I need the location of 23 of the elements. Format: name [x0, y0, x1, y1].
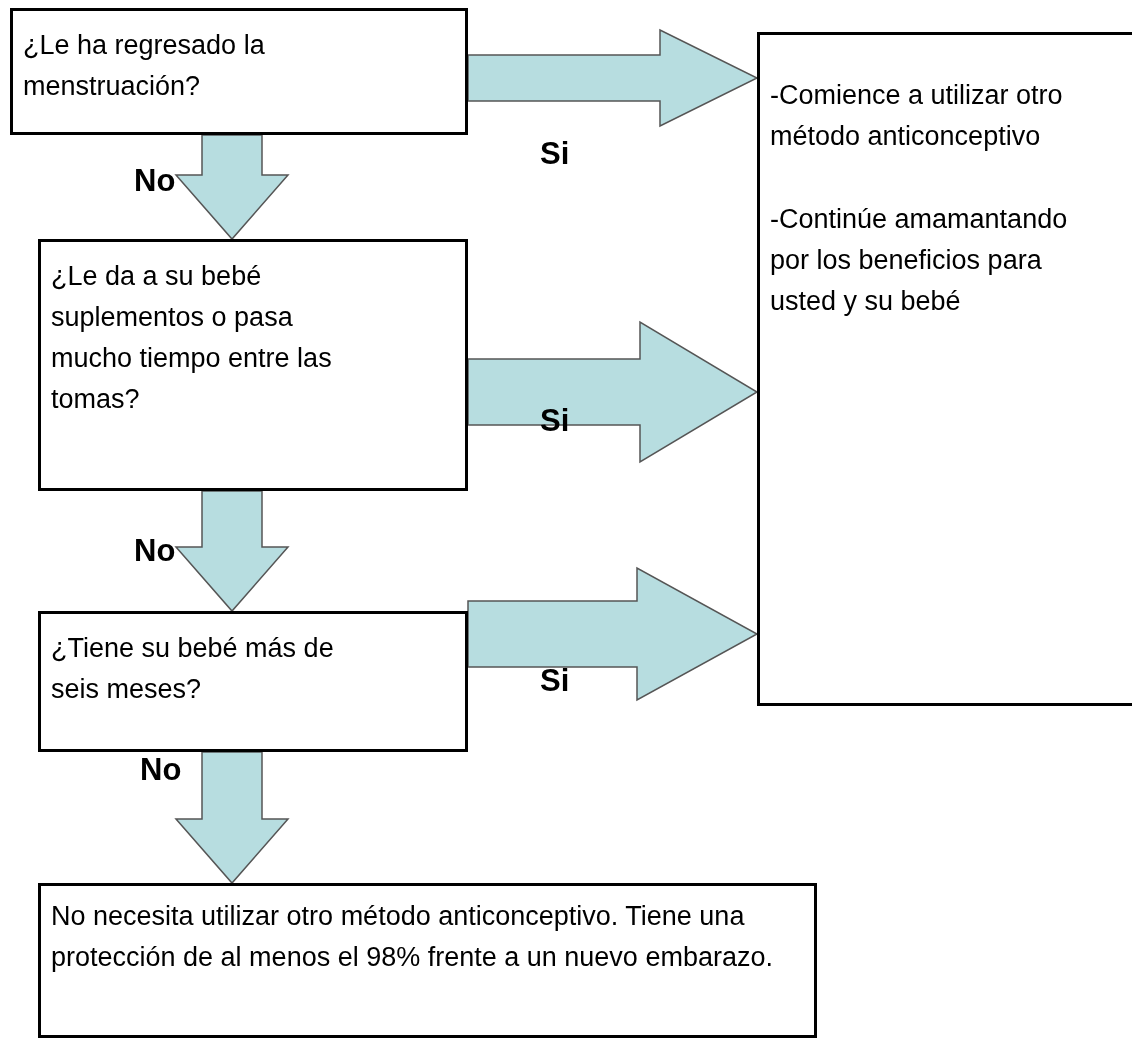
block-arrow: [467, 28, 759, 128]
box-text: -Comience a utilizar otro método anticonceptivo: [770, 79, 1064, 153]
block-arrow: [174, 751, 290, 885]
process-box: [38, 239, 468, 491]
block-arrow: [174, 134, 290, 241]
edge-label: No: [134, 163, 176, 199]
edge-label: No: [140, 752, 182, 788]
process-box: [38, 883, 817, 1038]
process-box: [10, 8, 468, 135]
edge-label: Si: [540, 663, 570, 699]
box-text: No necesita utilizar otro método anticonceptivo. Tiene una protección de al menos el 98% frente a un nuevo embarazo.: [51, 900, 774, 974]
edge-label: Si: [540, 403, 570, 439]
box-text: ¿Le da a su bebé suplementos o pasa mucho tiempo entre las tomas?: [51, 260, 333, 416]
edge-label: No: [134, 533, 176, 569]
edge-label: Si: [540, 136, 570, 172]
box-text: -Continúe amamantando por los beneficios para usted y su bebé: [770, 203, 1069, 318]
box-text: ¿Tiene su bebé más de seis meses?: [51, 632, 335, 706]
block-arrow: [174, 490, 290, 613]
block-arrow: [467, 566, 759, 702]
box-text: ¿Le ha regresado la menstruación?: [23, 29, 266, 103]
block-arrow: [467, 320, 759, 464]
process-box: [38, 611, 468, 752]
process-box: [757, 32, 1132, 706]
